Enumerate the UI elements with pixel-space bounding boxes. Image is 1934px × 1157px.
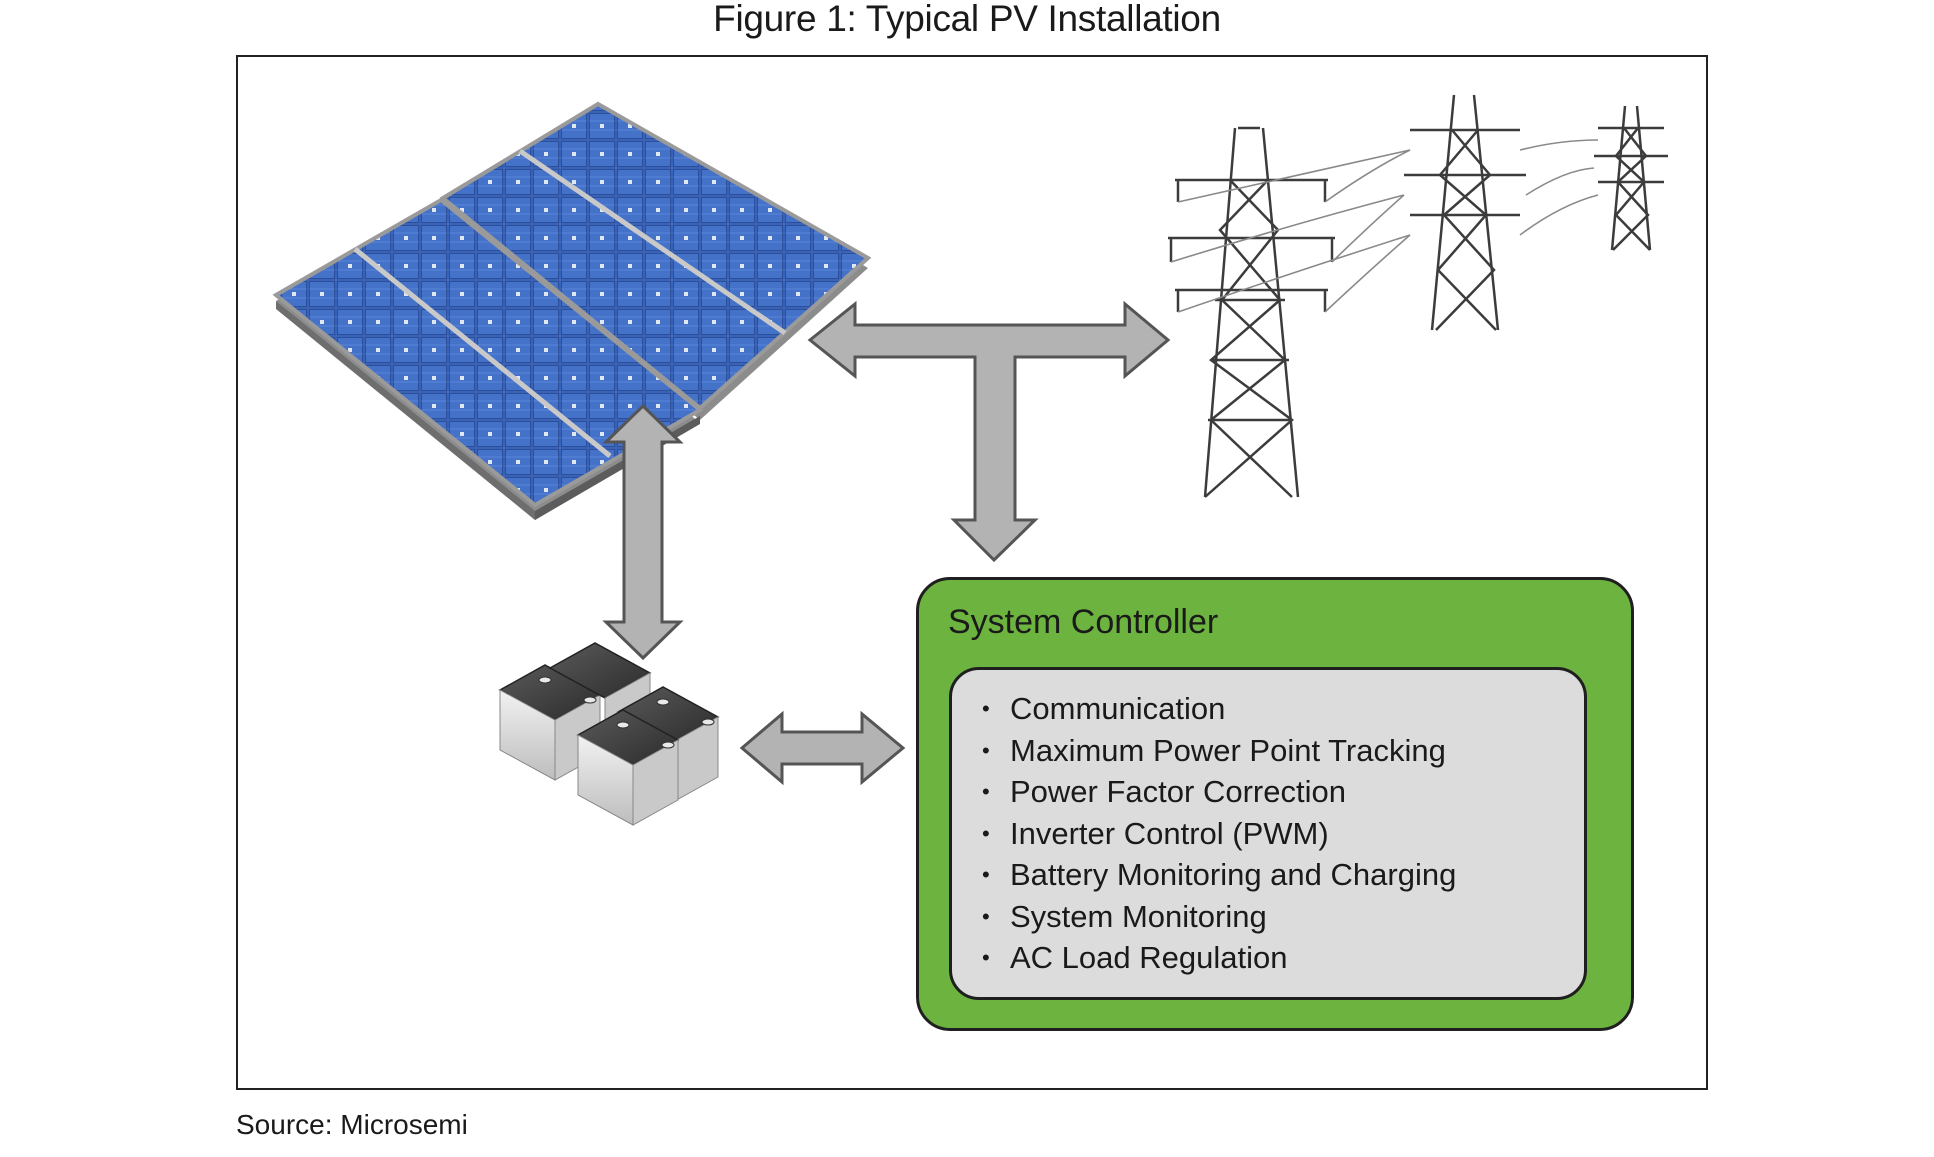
system-controller-title: System Controller [948,603,1219,641]
controller-feature-list: Communication Maximum Power Point Tracki… [952,670,1584,979]
diagram-frame [236,55,1708,1090]
list-item: Communication [982,688,1584,730]
t-arrow-panels-grid-controller [807,300,1171,563]
list-item: Battery Monitoring and Charging [982,854,1584,896]
arrow-batteries-controller [739,710,906,786]
arrow-panels-batteries [602,403,684,661]
power-tower-icon [1168,94,1668,498]
battery-icon [498,642,720,826]
list-item: Inverter Control (PWM) [982,813,1584,855]
source-caption: Source: Microsemi [236,1109,468,1140]
list-item: System Monitoring [982,896,1584,938]
controller-feature-panel: Communication Maximum Power Point Tracki… [949,667,1587,1000]
solar-panel-icon [272,101,872,520]
list-item: AC Load Regulation [982,937,1584,979]
list-item: Power Factor Correction [982,771,1584,813]
figure-title: Figure 1: Typical PV Installation [713,0,1221,39]
list-item: Maximum Power Point Tracking [982,730,1584,772]
system-controller-box: System Controller Communication Maximum … [916,577,1634,1031]
